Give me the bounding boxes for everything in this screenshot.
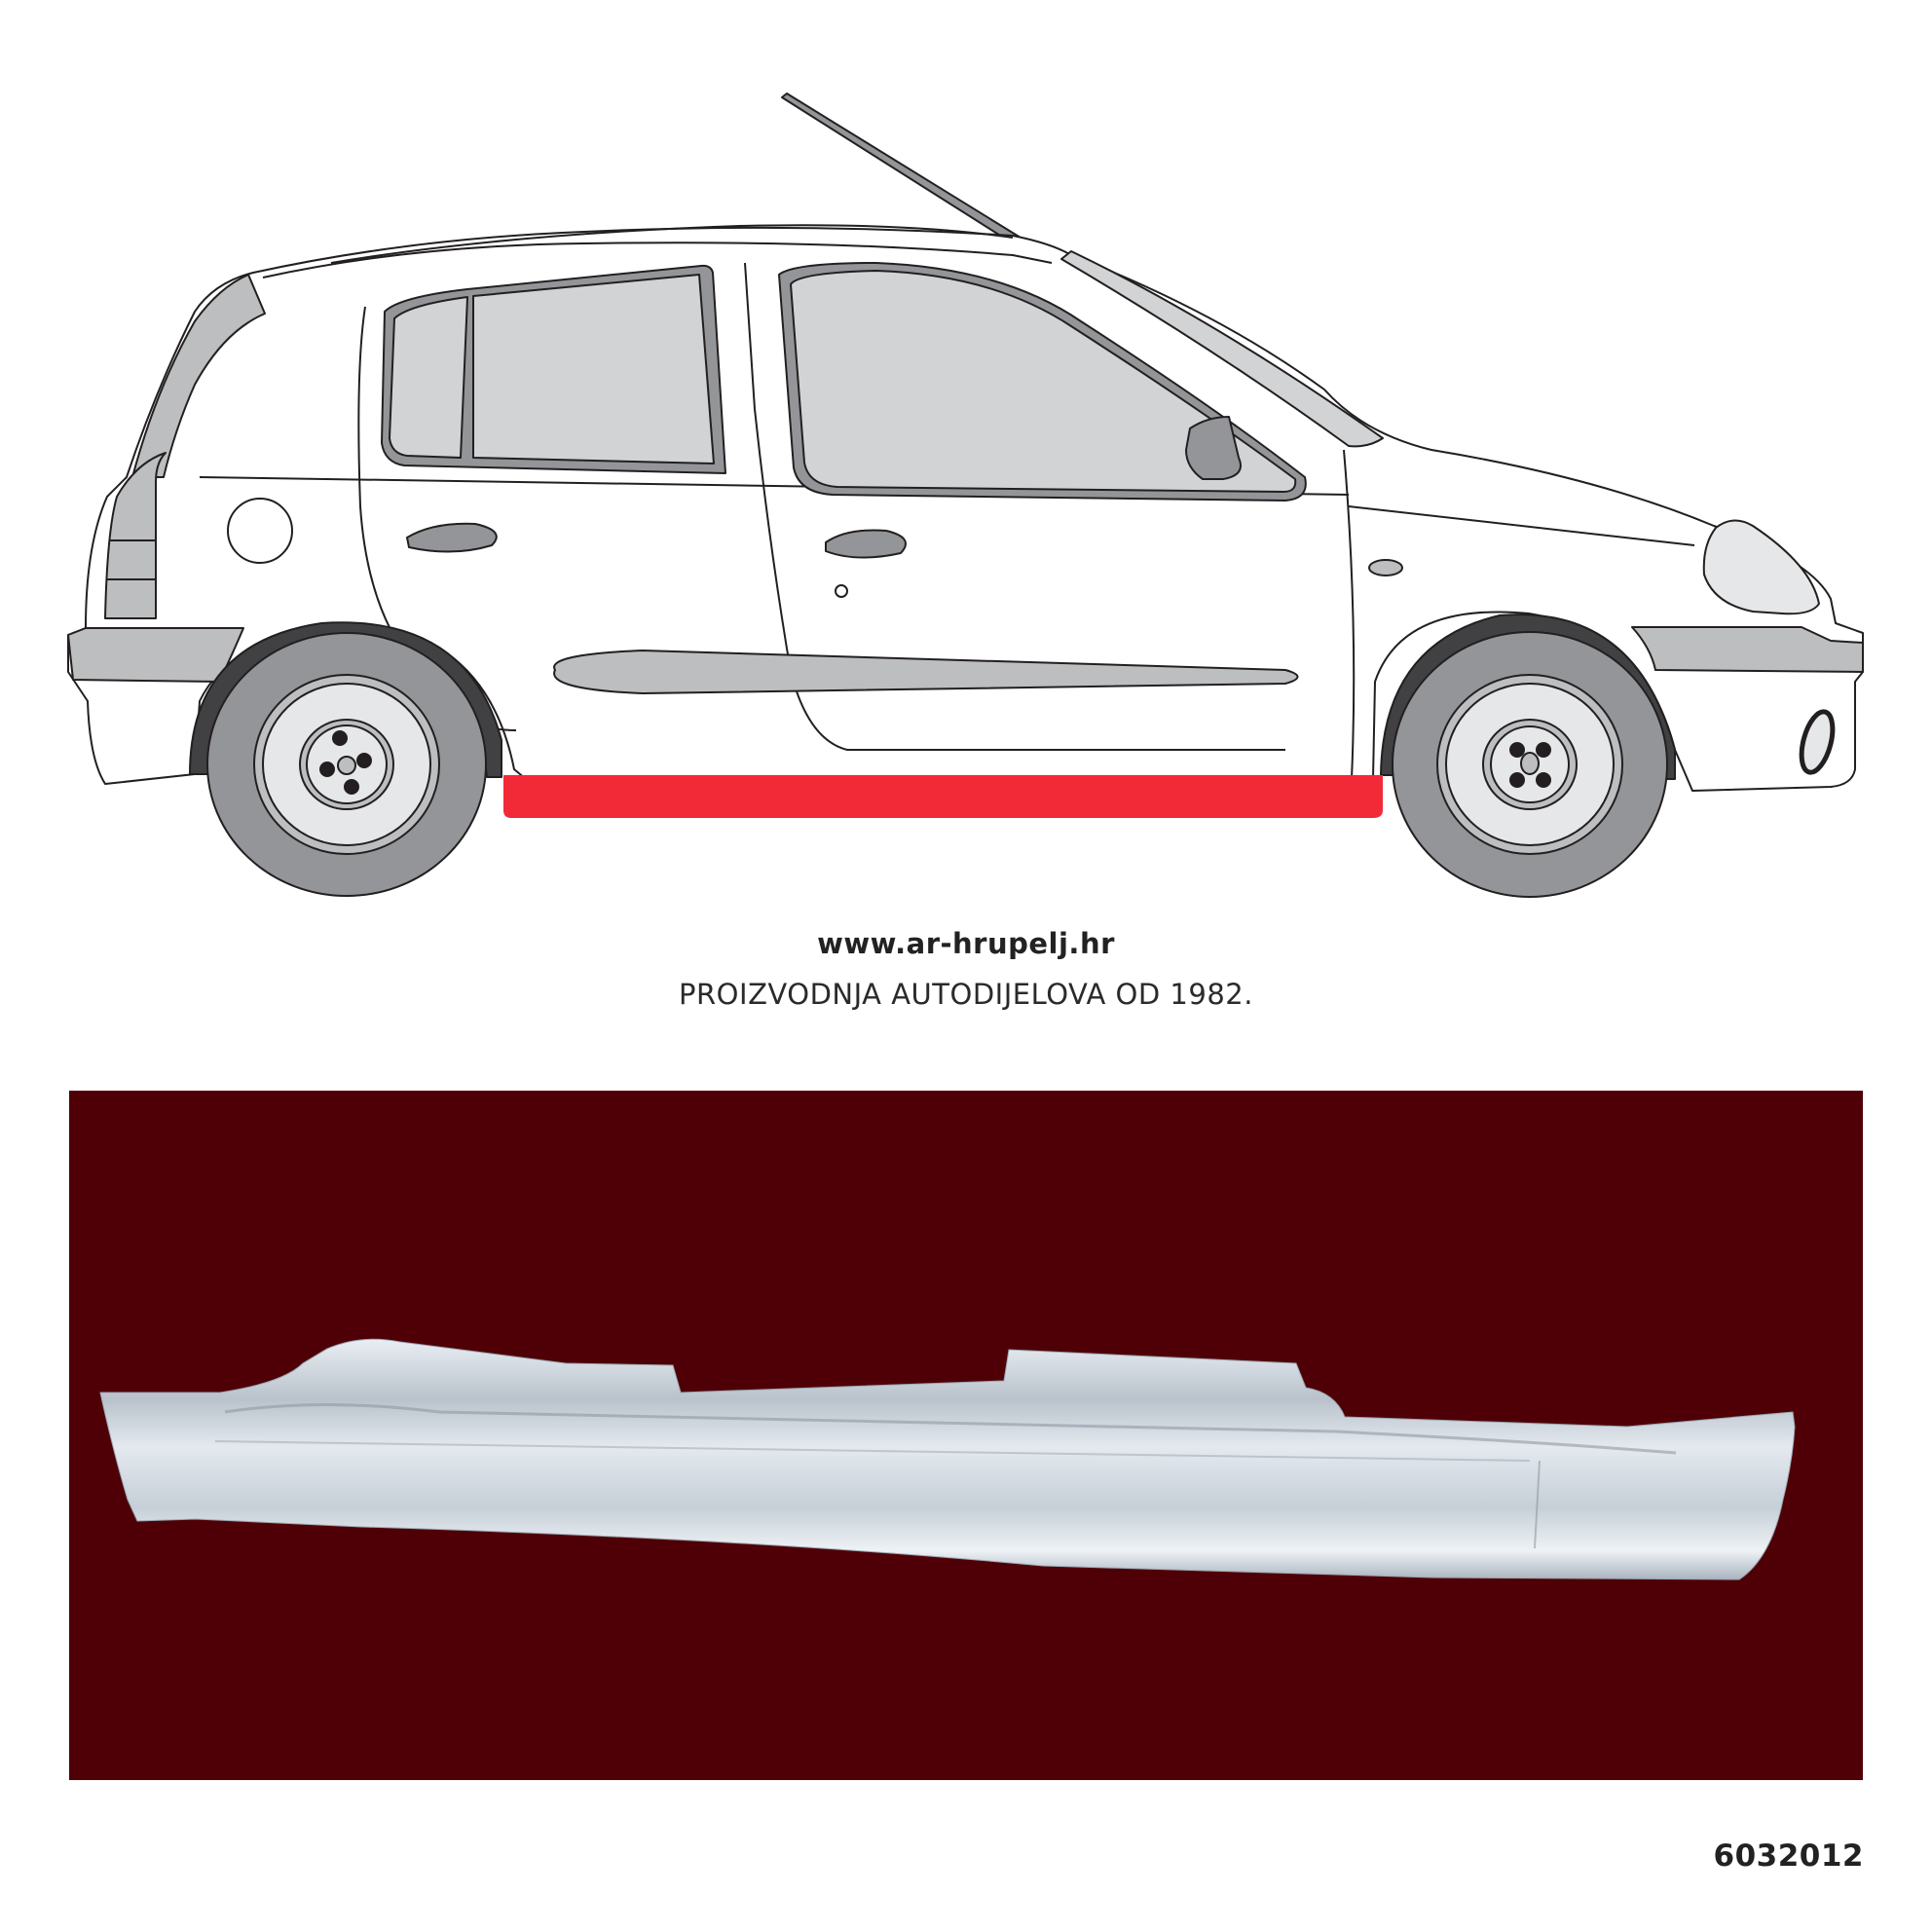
company-tagline: PROIZVODNJA AUTODIJELOVA OD 1982.: [679, 978, 1253, 1011]
highlighted-sill-panel: [503, 775, 1383, 818]
website-url[interactable]: www.ar-hrupelj.hr: [817, 927, 1115, 960]
part-number: 6032012: [1713, 1839, 1864, 1874]
product-photo: [69, 1091, 1863, 1780]
rocker-panel-photo: [69, 1091, 1863, 1780]
car-diagram: [0, 0, 1932, 915]
car-illustration: [67, 93, 1864, 898]
